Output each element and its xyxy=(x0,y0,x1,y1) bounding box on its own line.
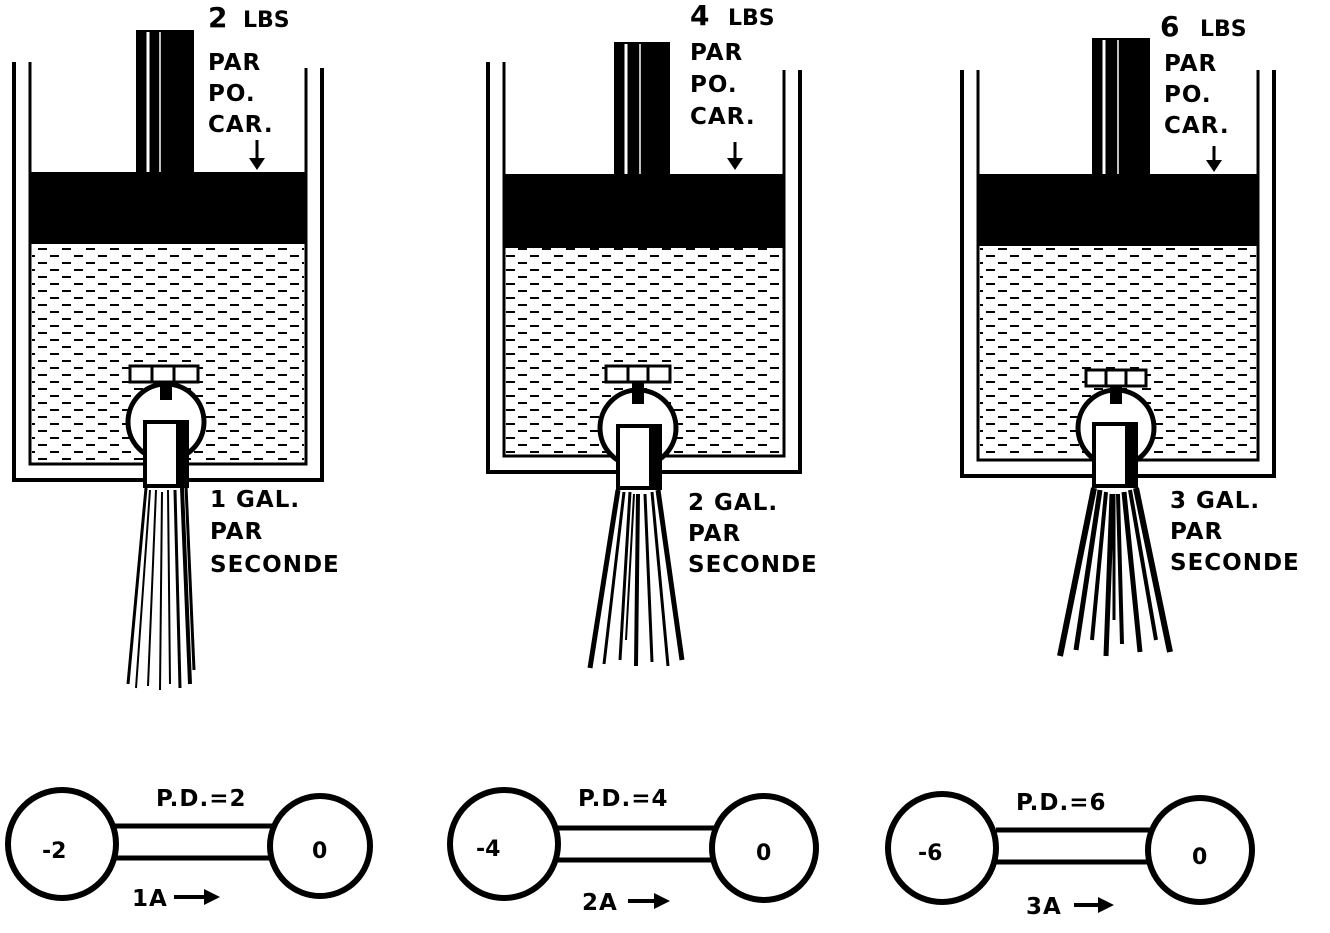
piston-plate xyxy=(30,172,306,244)
faucet-icon xyxy=(1075,368,1157,488)
weight-number: 4 xyxy=(690,0,709,32)
water-stream xyxy=(126,485,196,691)
pd-label: P.D.=4 xyxy=(578,786,668,812)
flow-label-line-1: 2 GAL. xyxy=(688,490,778,516)
flow-label-line-3: SECONDE xyxy=(210,552,340,578)
pressure-label-line-1: PAR xyxy=(690,40,743,66)
water-stream xyxy=(587,489,685,669)
pressure-label-line-3: CAR. xyxy=(690,104,756,130)
circuit-analog-3: P.D.=6 -6 0 3A xyxy=(885,790,1255,920)
weight-unit: LBS xyxy=(728,6,775,31)
left-node-value: -6 xyxy=(918,841,942,866)
left-node-value: -2 xyxy=(42,839,66,864)
water-stream xyxy=(1057,487,1173,657)
tank-panel-2: 4 LBS PAR PO. CAR. 2 GAL. PAR SECONDE xyxy=(486,0,818,669)
flow-label-line-1: 1 GAL. xyxy=(210,487,300,513)
pressure-arrow-icon xyxy=(727,142,743,170)
right-node xyxy=(267,793,373,899)
flow-label-line-2: PAR xyxy=(1170,519,1223,545)
pressure-label-line-2: PO. xyxy=(1164,82,1212,108)
right-node-value: 0 xyxy=(1192,845,1207,870)
weight-number: 6 xyxy=(1160,10,1179,43)
flow-label-line-2: PAR xyxy=(210,519,263,545)
current-arrow-icon xyxy=(1074,897,1114,913)
piston-rod xyxy=(136,30,194,174)
pressure-label-line-2: PO. xyxy=(208,81,256,107)
flow-label-line-1: 3 GAL. xyxy=(1170,488,1260,514)
right-node xyxy=(709,793,819,903)
flow-label-line-2: PAR xyxy=(688,521,741,547)
connector-tube xyxy=(996,827,1154,865)
pressure-arrow-icon xyxy=(249,140,265,170)
pressure-label-line-2: PO. xyxy=(690,72,738,98)
piston-rod xyxy=(1092,38,1150,176)
weight-unit: LBS xyxy=(1200,17,1247,42)
pd-label: P.D.=6 xyxy=(1016,790,1106,816)
right-node-value: 0 xyxy=(312,839,327,864)
current-label: 1A xyxy=(132,886,168,912)
circuit-analog-1: P.D.=2 -2 0 1A xyxy=(5,786,373,912)
pd-label: P.D.=2 xyxy=(156,786,246,812)
piston-rod xyxy=(614,42,670,176)
faucet-icon xyxy=(125,364,207,488)
left-node xyxy=(5,787,119,901)
pressure-arrow-icon xyxy=(1206,146,1222,172)
flow-label-line-3: SECONDE xyxy=(1170,550,1300,576)
right-node xyxy=(1145,795,1255,905)
weight-number: 2 xyxy=(208,1,227,34)
current-label: 2A xyxy=(582,890,618,916)
pressure-label-line-1: PAR xyxy=(208,50,261,76)
circuit-analog-2: P.D.=4 -4 0 2A xyxy=(447,786,819,916)
tank-panel-3: 6 LBS PAR PO. CAR. 3 GAL. PAR SECONDE xyxy=(960,10,1300,657)
pressure-label-line-1: PAR xyxy=(1164,51,1217,77)
flow-label-line-3: SECONDE xyxy=(688,552,818,578)
left-node xyxy=(885,791,999,905)
pressure-label-line-3: CAR. xyxy=(1164,113,1230,139)
current-label: 3A xyxy=(1026,894,1062,920)
connector-tube xyxy=(112,823,274,861)
right-node-value: 0 xyxy=(756,841,771,866)
current-arrow-icon xyxy=(174,889,220,905)
current-arrow-icon xyxy=(628,893,670,909)
piston-plate xyxy=(504,174,784,248)
left-node xyxy=(447,787,561,901)
pressure-label-line-3: CAR. xyxy=(208,112,274,138)
piston-plate xyxy=(978,174,1258,246)
left-node-value: -4 xyxy=(476,837,500,862)
weight-unit: LBS xyxy=(243,8,290,33)
faucet-icon xyxy=(597,364,679,490)
connector-tube xyxy=(556,825,716,863)
tank-panel-1: 2 LBS PAR PO. CAR. 1 GAL. PAR SECONDE xyxy=(12,1,340,691)
